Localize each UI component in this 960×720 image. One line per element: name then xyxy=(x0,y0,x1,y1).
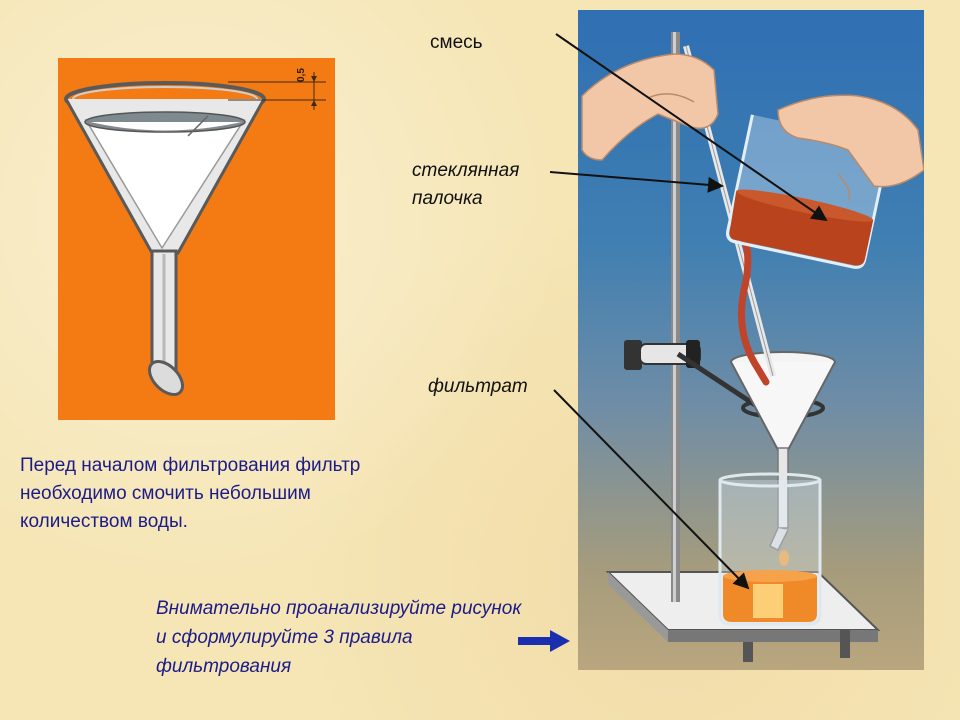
label-glass-rod-line2: палочка xyxy=(412,188,483,209)
task-instruction: Внимательно проанализируйте рисунок и сф… xyxy=(156,598,522,677)
label-glass-rod-line1: стеклянная xyxy=(412,160,520,181)
dimension-label: 0,5 xyxy=(296,68,307,82)
filtration-apparatus-illustration xyxy=(578,10,924,670)
label-mixture: смесь xyxy=(430,32,483,53)
pre-filtration-note: Перед началом фильтрования фильтр необхо… xyxy=(20,455,361,532)
filter-funnel-illustration: 0,5 xyxy=(58,58,335,420)
right-arrow-icon xyxy=(518,630,570,652)
label-filtrate: фильтрат xyxy=(428,376,528,397)
